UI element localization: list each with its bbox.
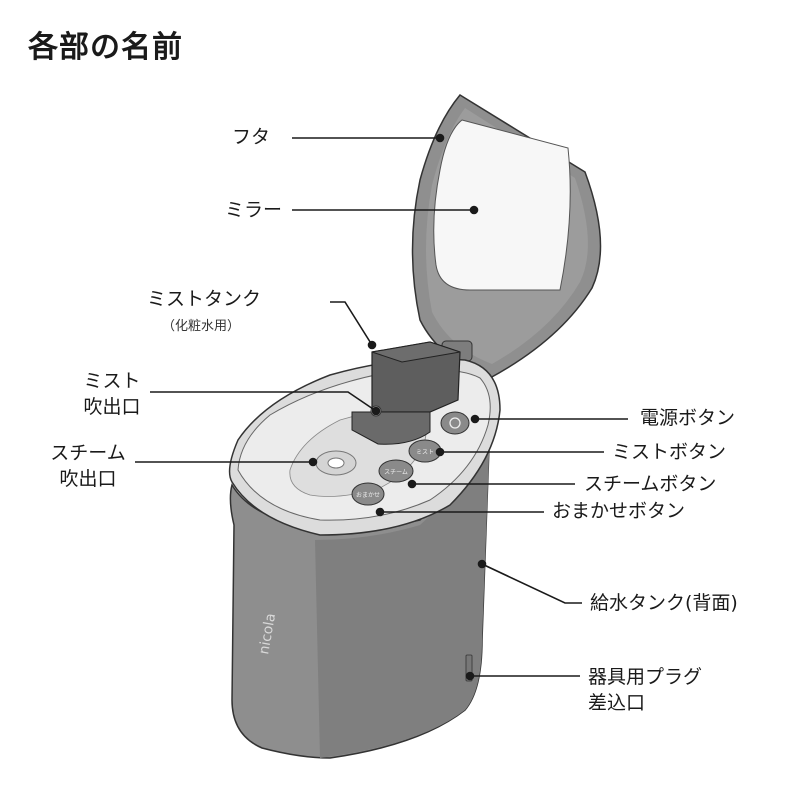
label-steam-button: スチームボタン bbox=[584, 471, 716, 497]
label-water-tank: 給水タンク(背面) bbox=[590, 590, 738, 616]
label-lid: フタ bbox=[232, 124, 270, 150]
label-steam-outlet-line2: 吹出口 bbox=[38, 466, 138, 492]
label-plug-line2: 差込口 bbox=[588, 690, 702, 716]
power-button[interactable] bbox=[441, 412, 469, 434]
label-power-button: 電源ボタン bbox=[640, 405, 735, 431]
label-steam-outlet: スチーム 吹出口 bbox=[38, 440, 138, 492]
steam-outlet bbox=[328, 458, 344, 468]
label-omakase-button: おまかせボタン bbox=[552, 498, 685, 524]
mist-button-mark: ミスト bbox=[416, 449, 434, 456]
label-mist-button: ミストボタン bbox=[612, 439, 726, 465]
label-mist-outlet-line1: ミスト bbox=[72, 368, 152, 394]
label-mist-outlet: ミスト 吹出口 bbox=[72, 368, 152, 420]
label-plug-line1: 器具用プラグ bbox=[588, 664, 702, 690]
omakase-button-mark: おまかせ bbox=[356, 492, 380, 499]
leader-mist-tank bbox=[330, 302, 372, 345]
steam-button-mark: スチーム bbox=[384, 469, 408, 476]
label-plug: 器具用プラグ 差込口 bbox=[588, 664, 702, 716]
label-steam-outlet-line1: スチーム bbox=[38, 440, 138, 466]
mirror bbox=[434, 120, 570, 290]
leader-water-tank bbox=[482, 564, 582, 603]
label-mist-tank: ミストタンク bbox=[147, 286, 261, 312]
label-mirror: ミラー bbox=[225, 197, 282, 223]
label-mist-tank-note: （化粧水用） bbox=[162, 315, 240, 334]
label-mist-outlet-line2: 吹出口 bbox=[72, 394, 152, 420]
